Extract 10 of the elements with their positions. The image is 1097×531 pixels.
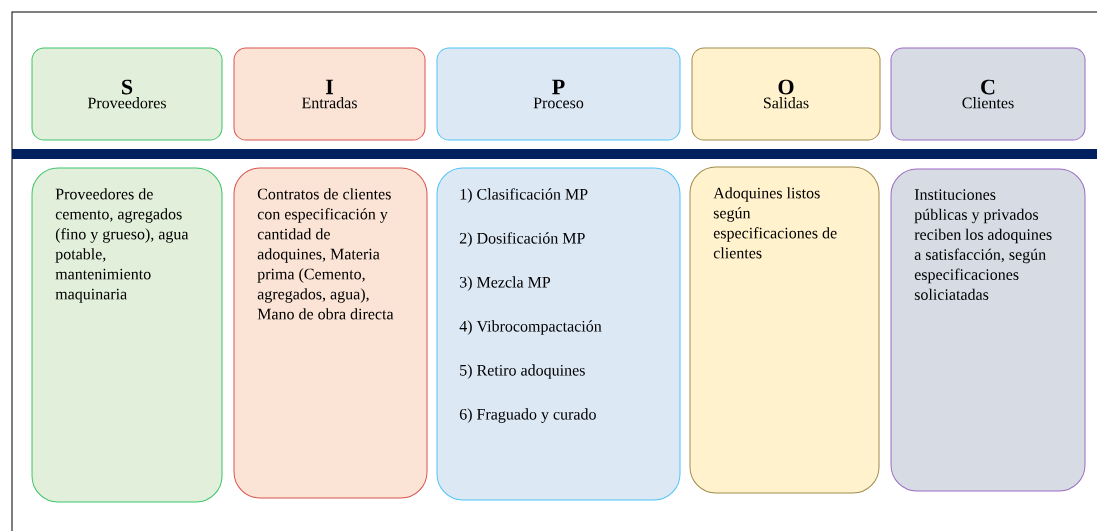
content-box: Adoquines listos según especificaciones de clientes xyxy=(689,166,880,494)
content-box: Proveedores de cemento, agregados (fino y grueso), agua potable, mantenimiento maquinaria xyxy=(31,167,223,503)
content-box: Contratos de clientes con especificación y cantidad de adoquines, Materia prima (Cemento, agregados, agua), Mano de obra directa xyxy=(233,167,428,499)
header-box: C Clientes xyxy=(890,47,1086,141)
header-box: S Proveedores xyxy=(31,47,223,141)
content-box: 1) Clasificación MP 2) Dosificación MP 3) Mezcla MP 4) Vibrocompactación 5) Retiro adoquines 6) Fraguado y curado xyxy=(436,167,681,501)
header-box: O Salidas xyxy=(691,47,881,141)
header-box: I Entradas xyxy=(233,47,426,141)
content-box: Instituciones públicas y privados reciben los adoquines a satisfacción, según especificaciones soliciatadas xyxy=(890,168,1086,492)
header-box: P Proceso xyxy=(436,47,681,141)
